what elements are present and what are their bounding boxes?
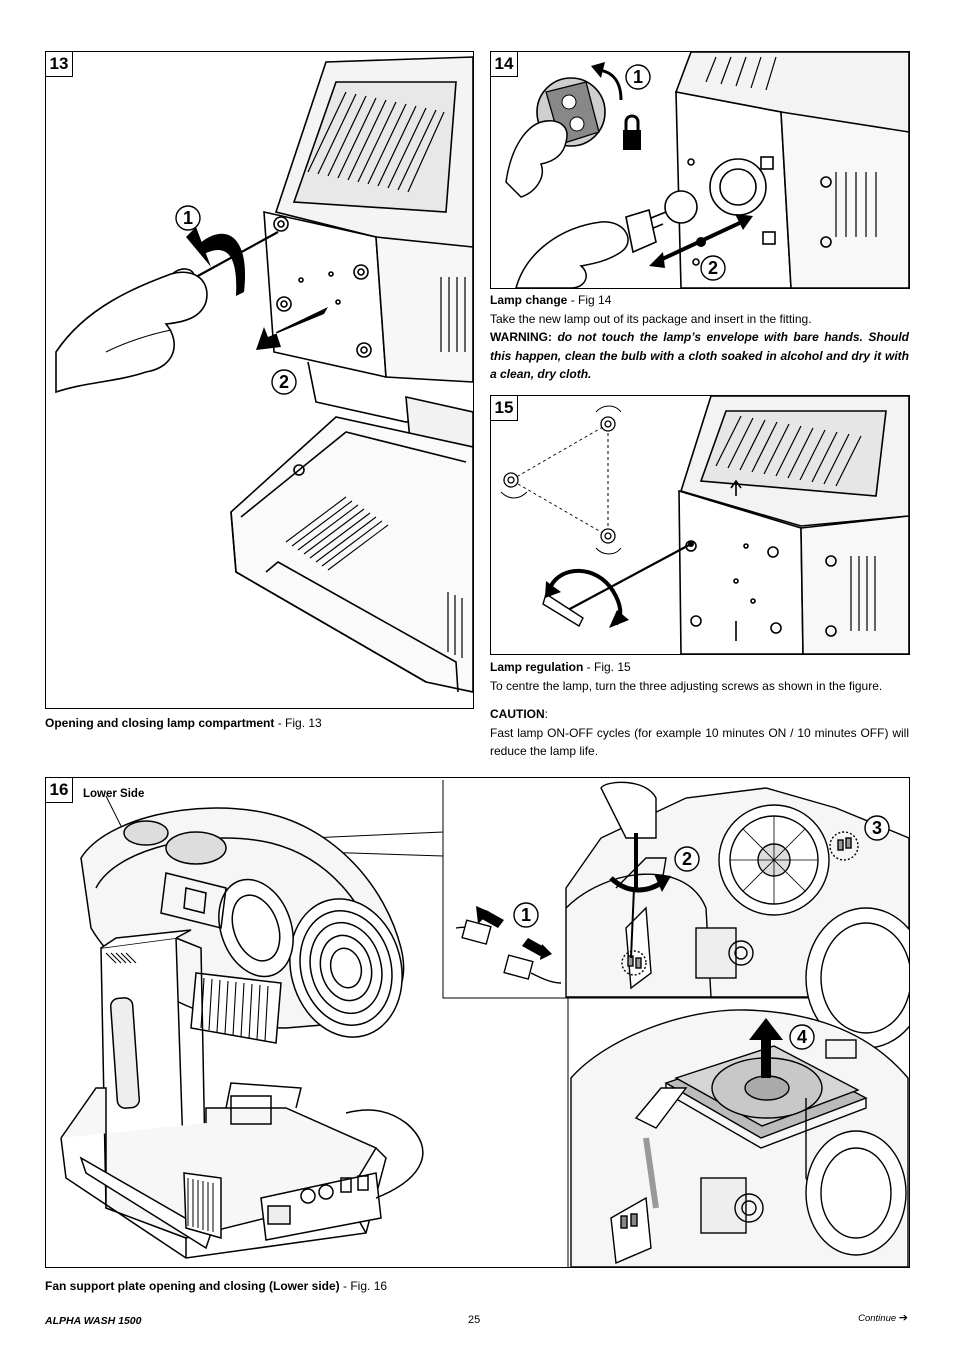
footer-product-name: ALPHA WASH 1500 xyxy=(45,1315,142,1327)
caption-ref: - Fig. 13 xyxy=(274,716,322,730)
continue-arrow-icon: ➔ xyxy=(898,1312,908,1324)
lamp-regulation-title: Lamp regulation - Fig. 15 xyxy=(490,660,631,674)
fig16-caption: Fan support plate opening and closing (L… xyxy=(45,1277,908,1296)
footer-page-number: 25 xyxy=(468,1314,481,1326)
lamp-regulation-instruction: To centre the lamp, turn the three adjus… xyxy=(490,678,883,693)
fig16-illustration: 1 2 3 4 xyxy=(60,780,909,1267)
caption-title: Fan support plate opening and closing (L… xyxy=(45,1279,340,1293)
figure-number: 13 xyxy=(46,52,73,77)
footer-continue: Continue ➔ xyxy=(858,1311,908,1324)
figure-13: 13 xyxy=(45,51,474,709)
lamp-change-warning: WARNING: do not touch the lamp’s envelop… xyxy=(490,330,909,381)
fig15-text: Lamp regulation - Fig. 15 To centre the … xyxy=(490,658,909,761)
callout-4: 4 xyxy=(797,1027,807,1047)
figure-number: 15 xyxy=(491,396,518,421)
figure-16: 16 Lower Side xyxy=(45,777,910,1268)
figure-15: 15 xyxy=(490,395,910,655)
continue-label: Continue xyxy=(858,1313,897,1324)
fig14-illustration: 1 2 xyxy=(505,52,909,288)
callout-3: 3 xyxy=(872,818,882,838)
figure-14: 14 xyxy=(490,51,910,289)
caution-text: Fast lamp ON-OFF cycles (for example 10 … xyxy=(490,725,909,759)
fig13-caption: Opening and closing lamp compartment - F… xyxy=(45,714,472,733)
callout-1: 1 xyxy=(633,67,643,87)
caption-ref: - Fig. 16 xyxy=(339,1279,388,1293)
figure-number: 14 xyxy=(491,52,518,77)
fig13-illustration: 1 2 xyxy=(55,56,473,693)
callout-1: 1 xyxy=(183,208,193,228)
callout-2: 2 xyxy=(682,849,692,869)
callout-1: 1 xyxy=(521,905,531,925)
callout-2: 2 xyxy=(708,258,718,278)
fig15-illustration xyxy=(500,396,909,654)
fig14-text: Lamp change - Fig 14 Take the new lamp o… xyxy=(490,291,909,384)
figure-number: 16 xyxy=(46,778,73,803)
caution-label: CAUTION: xyxy=(490,707,549,721)
lamp-change-title: Lamp change - Fig 14 xyxy=(490,293,612,307)
lower-side-label: Lower Side xyxy=(83,788,145,800)
lamp-change-instruction: Take the new lamp out of its package and… xyxy=(490,311,812,326)
callout-2: 2 xyxy=(279,372,289,392)
caption-title: Opening and closing lamp compartment xyxy=(45,716,275,730)
